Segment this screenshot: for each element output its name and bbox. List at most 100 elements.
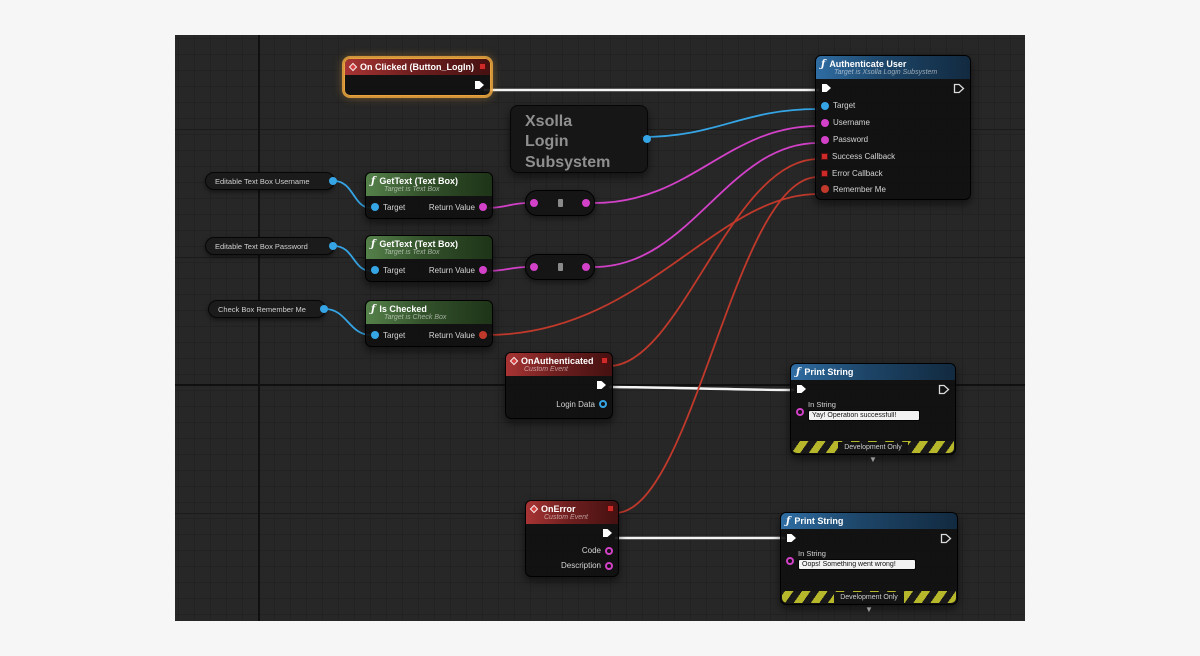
delegate-pin[interactable] — [607, 505, 614, 512]
pin-label: Target — [383, 330, 406, 340]
exec-in-pin[interactable] — [786, 533, 797, 543]
development-only-banner: Development Only — [782, 591, 956, 603]
var-label: Editable Text Box Password — [215, 241, 308, 251]
conv-out-pin[interactable] — [582, 199, 590, 207]
node-subtitle: Custom Event — [544, 514, 588, 521]
conversion-icon — [557, 263, 563, 271]
node-on-authenticated[interactable]: OnAuthenticated Custom Event Login Data — [505, 352, 613, 419]
pin-label: Target — [383, 202, 406, 212]
development-only-label: Development Only — [838, 441, 908, 453]
success-callback-pin[interactable] — [821, 153, 828, 160]
node-authenticate-user[interactable]: ƒ Authenticate User Target is Xsolla Log… — [815, 55, 971, 200]
function-icon: ƒ — [371, 175, 376, 187]
node-subtitle: Target is Check Box — [384, 314, 447, 321]
node-subtitle: Custom Event — [524, 366, 568, 373]
node-title: GetText (Text Box) — [379, 239, 458, 249]
subsystem-out-pin[interactable] — [643, 135, 651, 143]
target-pin[interactable] — [371, 203, 379, 211]
node-title: On Clicked (Button_LogIn) — [360, 62, 474, 72]
exec-out-pin[interactable] — [938, 384, 950, 395]
pin-label: Error Callback — [832, 169, 883, 178]
pin-label: Return Value — [428, 265, 475, 275]
pin-label: In String — [808, 400, 836, 409]
wire-text-gettext-conv-username — [486, 202, 529, 209]
exec-out-pin[interactable] — [953, 83, 965, 94]
exec-out-pin[interactable] — [474, 80, 485, 90]
exec-in-pin[interactable] — [821, 83, 832, 93]
pin-label: Success Callback — [832, 152, 896, 161]
pin-label: Remember Me — [833, 184, 886, 194]
node-title: Is Checked — [379, 304, 427, 314]
exec-out-pin[interactable] — [602, 528, 613, 538]
var-editable-text-box-password[interactable]: Editable Text Box Password — [205, 237, 337, 255]
return-value-pin[interactable] — [479, 331, 487, 339]
description-pin[interactable] — [605, 561, 613, 570]
node-subtitle: Target is Text Box — [384, 249, 440, 256]
wire-exec-onauthenticated-print — [608, 385, 795, 392]
wire-text-gettext-conv-password — [486, 266, 529, 272]
node-title: OnAuthenticated — [521, 356, 594, 366]
collapse-arrow-icon[interactable]: ▼ — [869, 455, 877, 464]
wire-delegate-onauthenticated-success — [608, 158, 819, 367]
login-data-pin[interactable] — [599, 400, 607, 408]
subsystem-title-line: Login — [525, 133, 569, 151]
exec-out-pin[interactable] — [596, 380, 607, 390]
var-out-pin[interactable] — [329, 242, 337, 250]
function-icon: ƒ — [786, 515, 791, 527]
target-pin[interactable] — [821, 101, 829, 110]
conv-in-pin[interactable] — [530, 263, 538, 271]
return-value-pin[interactable] — [479, 266, 487, 274]
error-callback-pin[interactable] — [821, 170, 828, 177]
pin-label: Code — [581, 546, 601, 555]
pin-label: Return Value — [428, 202, 475, 212]
pin-label: In String — [798, 549, 826, 558]
node-title: Print String — [794, 516, 844, 526]
in-string-input[interactable] — [808, 410, 920, 421]
blueprint-canvas[interactable]: On Clicked (Button_LogIn) Xsolla Login S… — [175, 35, 1025, 621]
conv-out-pin[interactable] — [582, 263, 590, 271]
event-icon — [348, 62, 358, 72]
development-only-label: Development Only — [834, 591, 904, 603]
in-string-pin[interactable] — [786, 557, 794, 565]
var-out-pin[interactable] — [329, 177, 337, 185]
development-only-banner: Development Only — [792, 441, 954, 453]
subsystem-title-line: Xsolla — [525, 113, 573, 130]
var-check-box-remember-me[interactable]: Check Box Remember Me — [208, 300, 328, 318]
target-pin[interactable] — [371, 331, 379, 339]
collapse-arrow-icon[interactable]: ▼ — [865, 605, 873, 614]
var-editable-text-box-username[interactable]: Editable Text Box Username — [205, 172, 337, 190]
pin-label: Target — [833, 101, 856, 110]
event-icon — [529, 504, 539, 514]
code-pin[interactable] — [605, 546, 613, 555]
conversion-icon — [557, 199, 563, 207]
function-icon: ƒ — [821, 58, 826, 70]
exec-in-pin[interactable] — [796, 384, 807, 394]
exec-out-pin[interactable] — [940, 533, 952, 544]
conversion-node-text-to-string[interactable] — [525, 190, 595, 216]
in-string-input[interactable] — [798, 559, 916, 570]
password-pin[interactable] — [821, 135, 829, 144]
var-out-pin[interactable] — [320, 305, 328, 313]
node-on-clicked[interactable]: On Clicked (Button_LogIn) — [344, 58, 491, 96]
remember-me-pin[interactable] — [821, 185, 829, 193]
node-subtitle: Target is Xsolla Login Subsystem — [834, 69, 938, 76]
node-on-error[interactable]: OnError Custom Event Code Description — [525, 500, 619, 577]
username-pin[interactable] — [821, 118, 829, 127]
in-string-pin[interactable] — [796, 408, 804, 416]
event-icon — [509, 356, 519, 366]
conv-in-pin[interactable] — [530, 199, 538, 207]
delegate-pin[interactable] — [601, 357, 608, 364]
node-xsolla-login-subsystem[interactable]: Xsolla Login Subsystem — [510, 105, 651, 173]
return-value-pin[interactable] — [479, 203, 487, 211]
pin-label: Login Data — [556, 399, 595, 409]
pin-label: Return Value — [428, 330, 475, 340]
target-pin[interactable] — [371, 266, 379, 274]
conversion-node-text-to-string[interactable] — [525, 254, 595, 280]
delegate-pin[interactable] — [479, 63, 486, 70]
